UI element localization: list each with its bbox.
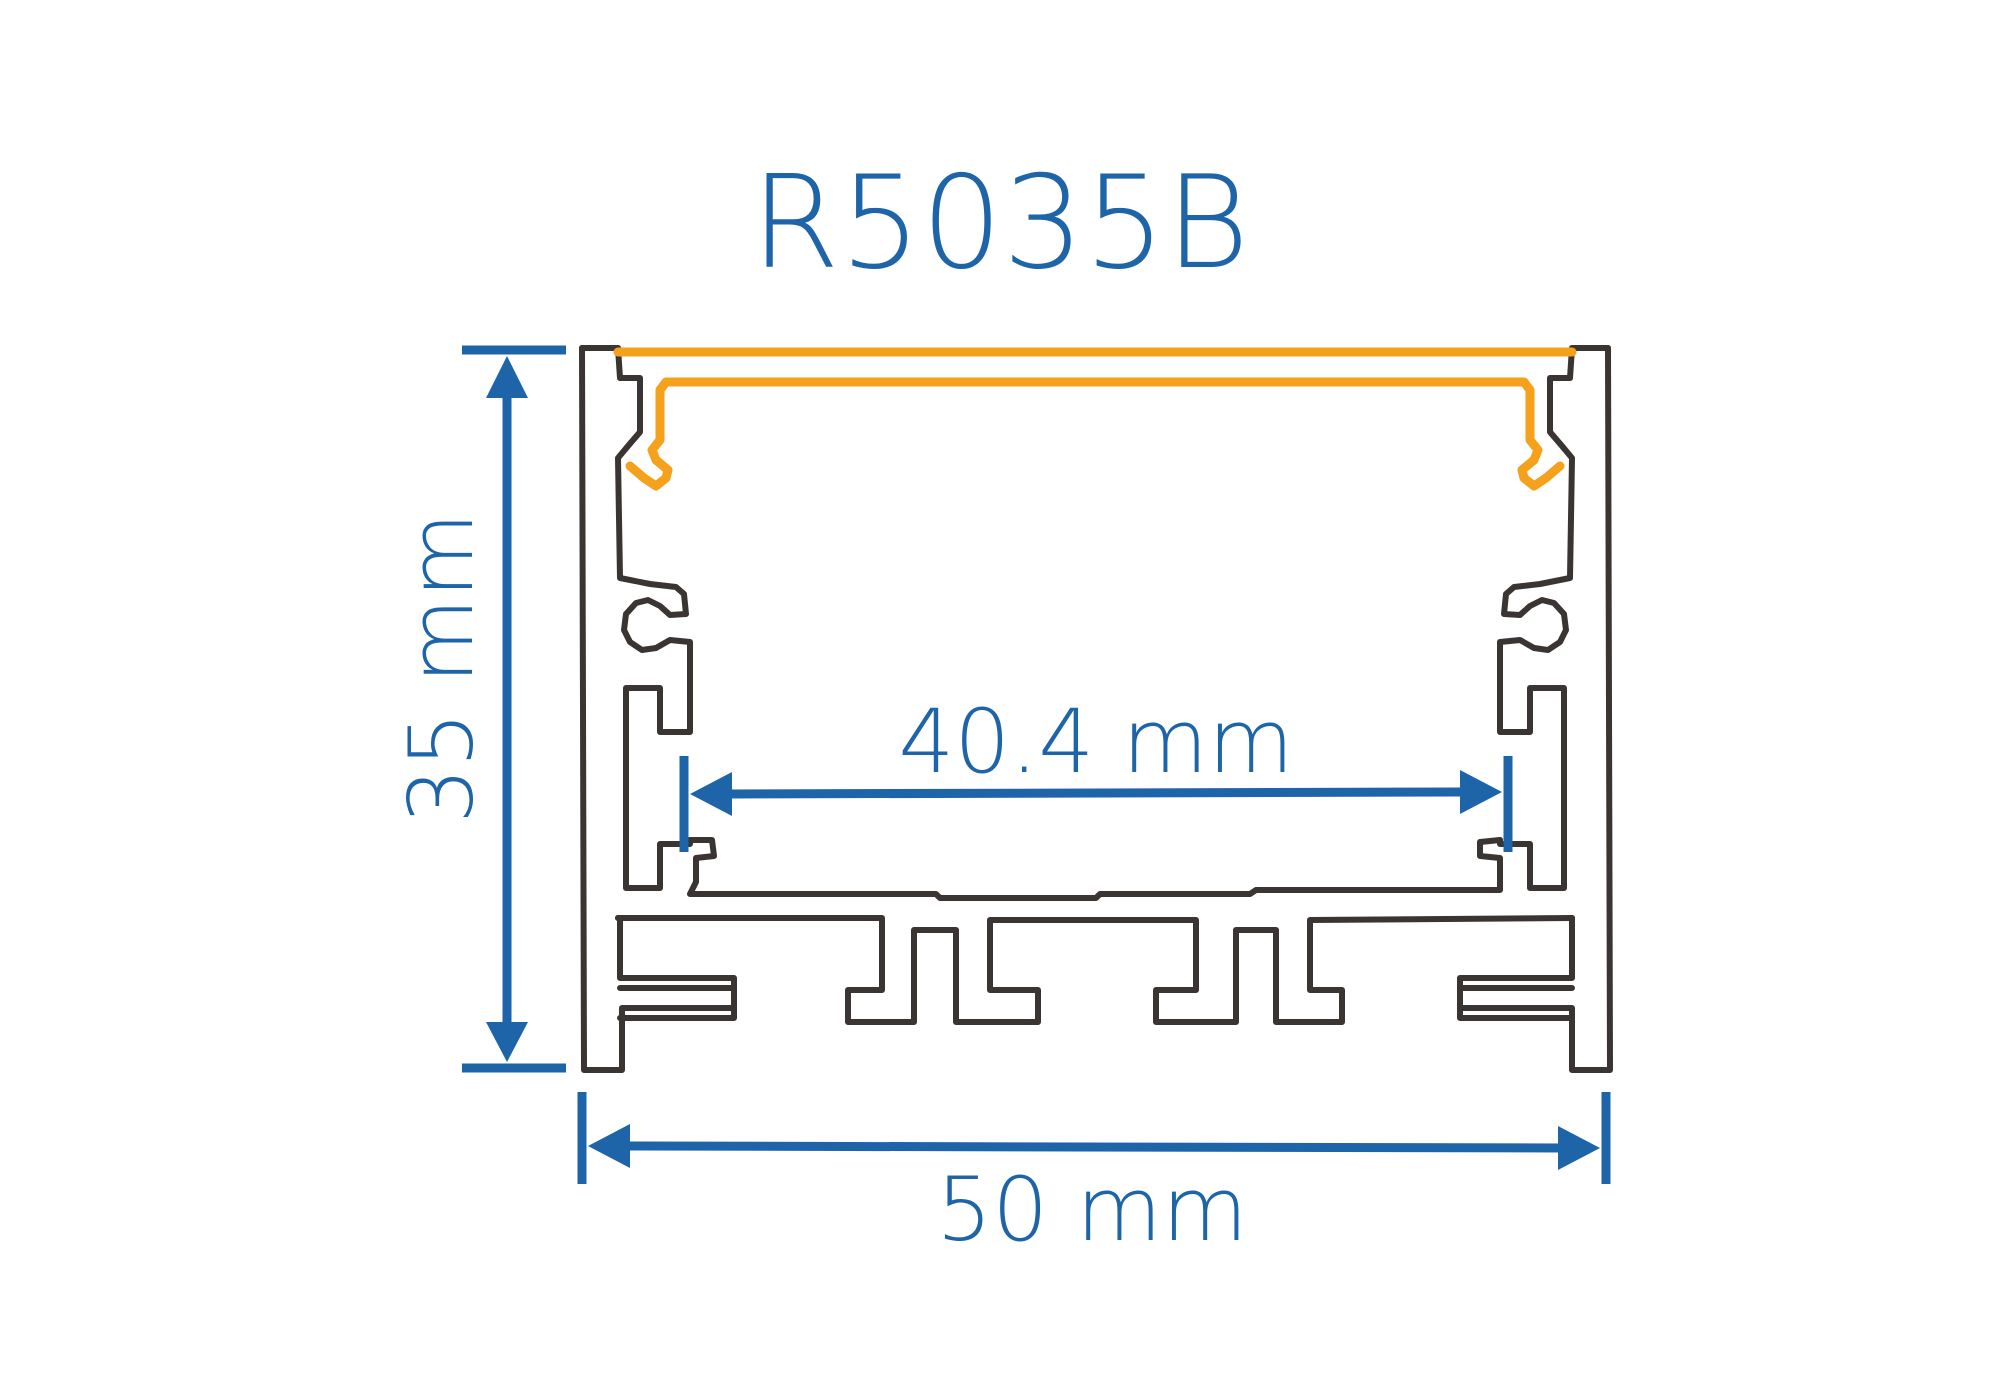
width-label: 50 mm [936,1158,1247,1261]
width-dimension [577,1092,1611,1184]
inner-width-dimension [679,756,1513,852]
diffuser [613,347,1577,491]
width-arrow-right [1558,1126,1600,1170]
profile-fins [615,915,1575,1025]
profile-left-lip [579,345,693,891]
profile-right-wall [1457,345,1613,1073]
profile-base-right-stub [1457,985,1575,1021]
inner-arrow-left [690,772,732,816]
profile-outline [579,345,1613,1073]
diffuser-body [625,377,1565,491]
inner-arrow-right [1460,770,1502,814]
width-line [625,1141,1563,1153]
profile-inner-floor [687,837,1503,901]
inner-width-line [727,787,1465,799]
height-arrow-top [486,356,528,398]
width-arrow-left [588,1124,630,1168]
diagram-title: R5035B [751,149,1250,298]
height-label: 35 mm [390,512,493,823]
height-arrow-bottom [486,1022,528,1062]
profile-right-lip [1497,345,1611,891]
profile-left-wall [579,345,737,1073]
height-dimension [462,345,566,1073]
inner-width-label: 40.4 mm [898,690,1293,793]
profile-base-left-stub [617,985,737,1021]
